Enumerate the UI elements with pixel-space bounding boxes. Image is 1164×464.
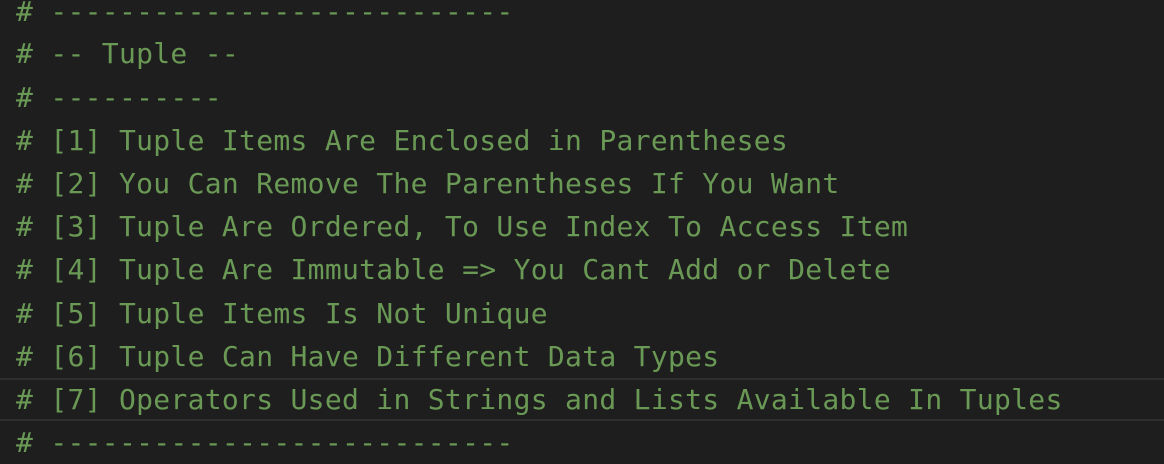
- code-line[interactable]: # -- Tuple --: [16, 37, 240, 70]
- code-line[interactable]: # [1] Tuple Items Are Enclosed in Parent…: [16, 124, 789, 157]
- code-line[interactable]: # ---------------------------: [16, 0, 514, 28]
- code-line[interactable]: # [4] Tuple Are Immutable => You Cant Ad…: [16, 253, 892, 286]
- code-line[interactable]: # [5] Tuple Items Is Not Unique: [16, 297, 548, 330]
- code-line[interactable]: # [2] You Can Remove The Parentheses If …: [16, 167, 840, 200]
- code-line[interactable]: # [6] Tuple Can Have Different Data Type…: [16, 340, 720, 373]
- code-line[interactable]: # ---------------------------: [16, 426, 514, 459]
- code-line[interactable]: # [3] Tuple Are Ordered, To Use Index To…: [16, 210, 909, 243]
- code-line[interactable]: # ----------: [16, 81, 222, 114]
- code-line-active[interactable]: # [7] Operators Used in Strings and List…: [0, 378, 1164, 421]
